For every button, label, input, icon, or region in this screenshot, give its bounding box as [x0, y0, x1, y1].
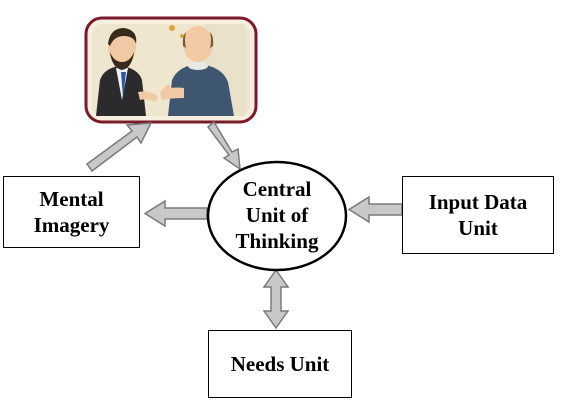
central-unit-label: Central Unit of Thinking [235, 177, 319, 253]
needs-unit-box: Needs Unit [208, 330, 352, 398]
arrow-central-needs-bidirectional [262, 268, 290, 330]
two-men-talking-illustration [84, 16, 258, 124]
arrow-mental-to-illustration [85, 122, 153, 173]
man-in-suit-figure [96, 28, 158, 116]
input-data-unit-box: Input Data Unit [402, 176, 554, 254]
bald-man-figure [160, 26, 234, 116]
arrow-illustration-to-central [206, 120, 241, 171]
arrow-central-to-mental [143, 199, 208, 228]
arrow-input-to-central [347, 195, 403, 224]
needs-unit-label: Needs Unit [230, 352, 330, 376]
input-data-unit-label: Input Data Unit [428, 190, 528, 240]
central-unit-ellipse [206, 160, 348, 272]
mental-imagery-label: Mental Imagery [33, 187, 110, 237]
mental-imagery-box: Mental Imagery [3, 176, 140, 248]
